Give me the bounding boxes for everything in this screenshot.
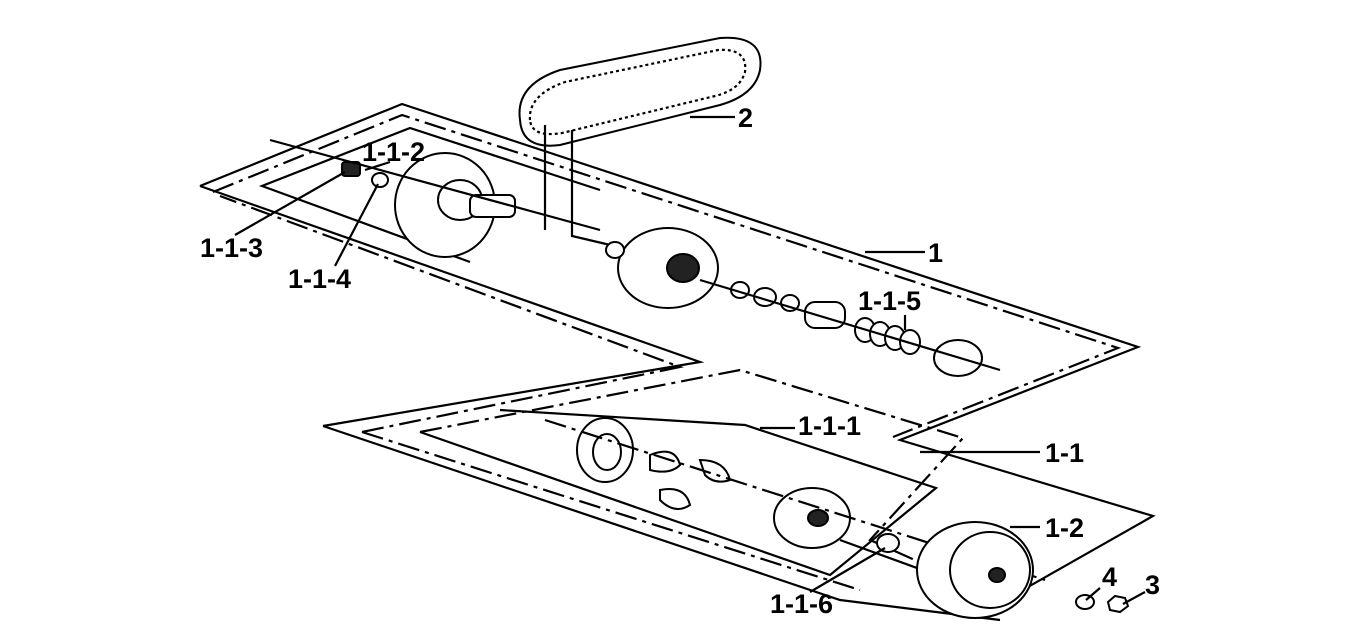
label-snap-ring: 1-1-4 [288,264,351,294]
label-lock-washer: 4 [1102,562,1117,592]
label-belt: 2 [738,103,753,133]
washer-part [876,533,900,553]
shaft-axis-upper [269,138,601,232]
label-washer: 1-1-6 [770,589,833,619]
label-clutch-outer: 1-2 [1045,513,1084,543]
assembly-1-outline [199,102,1156,602]
driven-face [773,487,851,549]
label-driven-assy: 1-1 [1045,438,1084,468]
clutch-plate [576,417,634,483]
label-bearing: 1-1-3 [200,233,263,263]
spacer-rings [730,281,846,329]
compression-spring [854,317,921,355]
lock-washer-part [1075,594,1095,610]
label-drive-assy: 1 [928,238,943,268]
leader-lines [234,115,1146,605]
label-clutch-assy: 1-1-1 [798,411,861,441]
nut-part [1106,594,1130,614]
snap-ring-part [371,172,389,188]
clutch-shoes [649,450,732,510]
fixed-drive-face [394,152,516,258]
label-collar: 1-1-2 [362,137,425,167]
label-spring: 1-1-5 [858,286,921,316]
clutch-outer [916,521,1034,619]
movable-drive-face [605,227,719,309]
label-nut: 3 [1145,570,1160,600]
shaft-axis-middle [699,278,1001,372]
